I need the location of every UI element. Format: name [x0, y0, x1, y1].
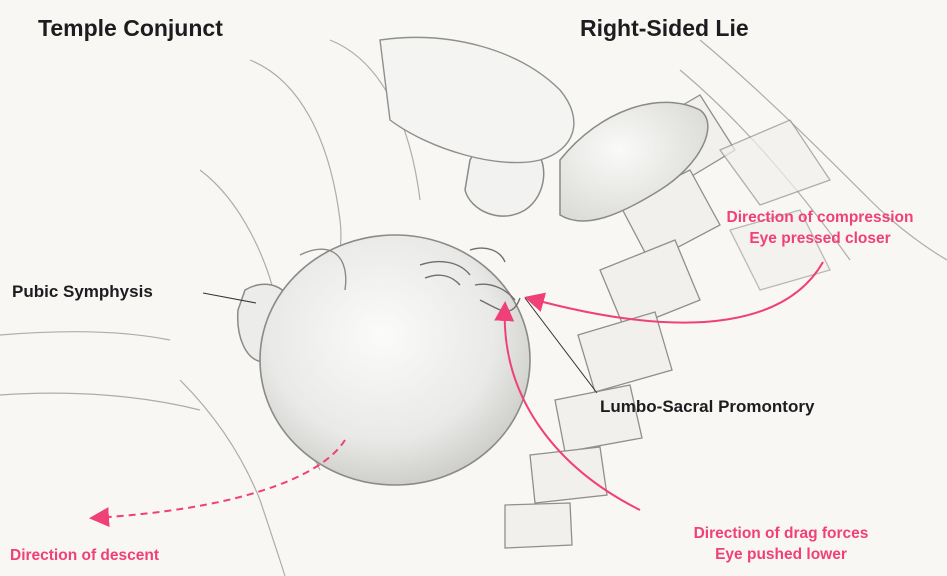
label-descent: Direction of descent: [10, 545, 159, 566]
title-left: Temple Conjunct: [38, 15, 223, 42]
title-right: Right-Sided Lie: [580, 15, 749, 42]
label-drag: Direction of drag forces Eye pushed lowe…: [666, 523, 896, 565]
compression-line1: Direction of compression: [700, 207, 940, 228]
drag-line2: Eye pushed lower: [666, 544, 896, 565]
drag-line1: Direction of drag forces: [666, 523, 896, 544]
label-pubic-symphysis: Pubic Symphysis: [12, 282, 153, 302]
label-lumbo-sacral: Lumbo-Sacral Promontory: [600, 397, 814, 417]
compression-line2: Eye pressed closer: [700, 228, 940, 249]
label-compression: Direction of compression Eye pressed clo…: [700, 207, 940, 249]
baby-head: [260, 235, 530, 485]
